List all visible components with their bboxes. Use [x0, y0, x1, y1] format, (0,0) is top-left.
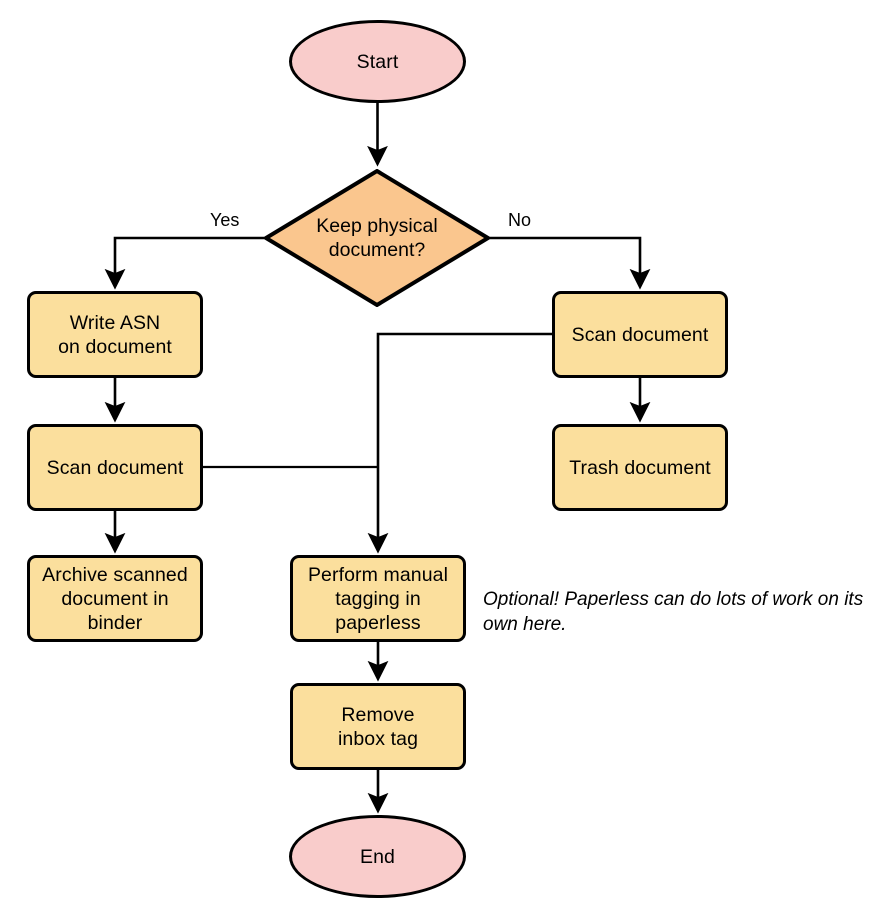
annotation-optional-note: Optional! Paperless can do lots of work …: [483, 589, 864, 635]
edge-label-yes: Yes: [210, 210, 240, 230]
node-remove-inbox-tag-label: Remove inbox tag: [337, 703, 419, 750]
node-archive-scanned-document-label: Archive scanned document in binder: [42, 563, 188, 634]
node-start[interactable]: Start: [289, 20, 466, 103]
node-archive-scanned-document[interactable]: Archive scanned document in binder: [27, 555, 203, 642]
node-scan-document-right[interactable]: Scan document: [552, 291, 728, 378]
edge-scan-right-to-manual-tagging: [367, 332, 552, 554]
node-keep-physical-document[interactable]: Keep physical document?: [264, 169, 490, 307]
diamond-shape: [264, 169, 490, 307]
node-trash-document-label: Trash document: [569, 456, 711, 479]
edge-decision-yes-to-write-asn: [104, 236, 264, 290]
node-perform-manual-tagging-label: Perform manual tagging in paperless: [307, 563, 449, 634]
node-end[interactable]: End: [289, 815, 466, 898]
node-scan-document-right-label: Scan document: [571, 323, 709, 346]
edge-label-no: No: [508, 210, 532, 230]
node-write-asn[interactable]: Write ASN on document: [27, 291, 203, 378]
node-trash-document[interactable]: Trash document: [552, 424, 728, 511]
node-start-label: Start: [356, 50, 399, 73]
node-perform-manual-tagging[interactable]: Perform manual tagging in paperless: [290, 555, 466, 642]
node-end-label: End: [360, 845, 395, 868]
node-scan-document-left-label: Scan document: [46, 456, 184, 479]
node-remove-inbox-tag[interactable]: Remove inbox tag: [290, 683, 466, 770]
node-write-asn-label: Write ASN on document: [58, 311, 172, 358]
edge-decision-no-to-scan-right: [490, 236, 651, 290]
node-scan-document-left[interactable]: Scan document: [27, 424, 203, 511]
